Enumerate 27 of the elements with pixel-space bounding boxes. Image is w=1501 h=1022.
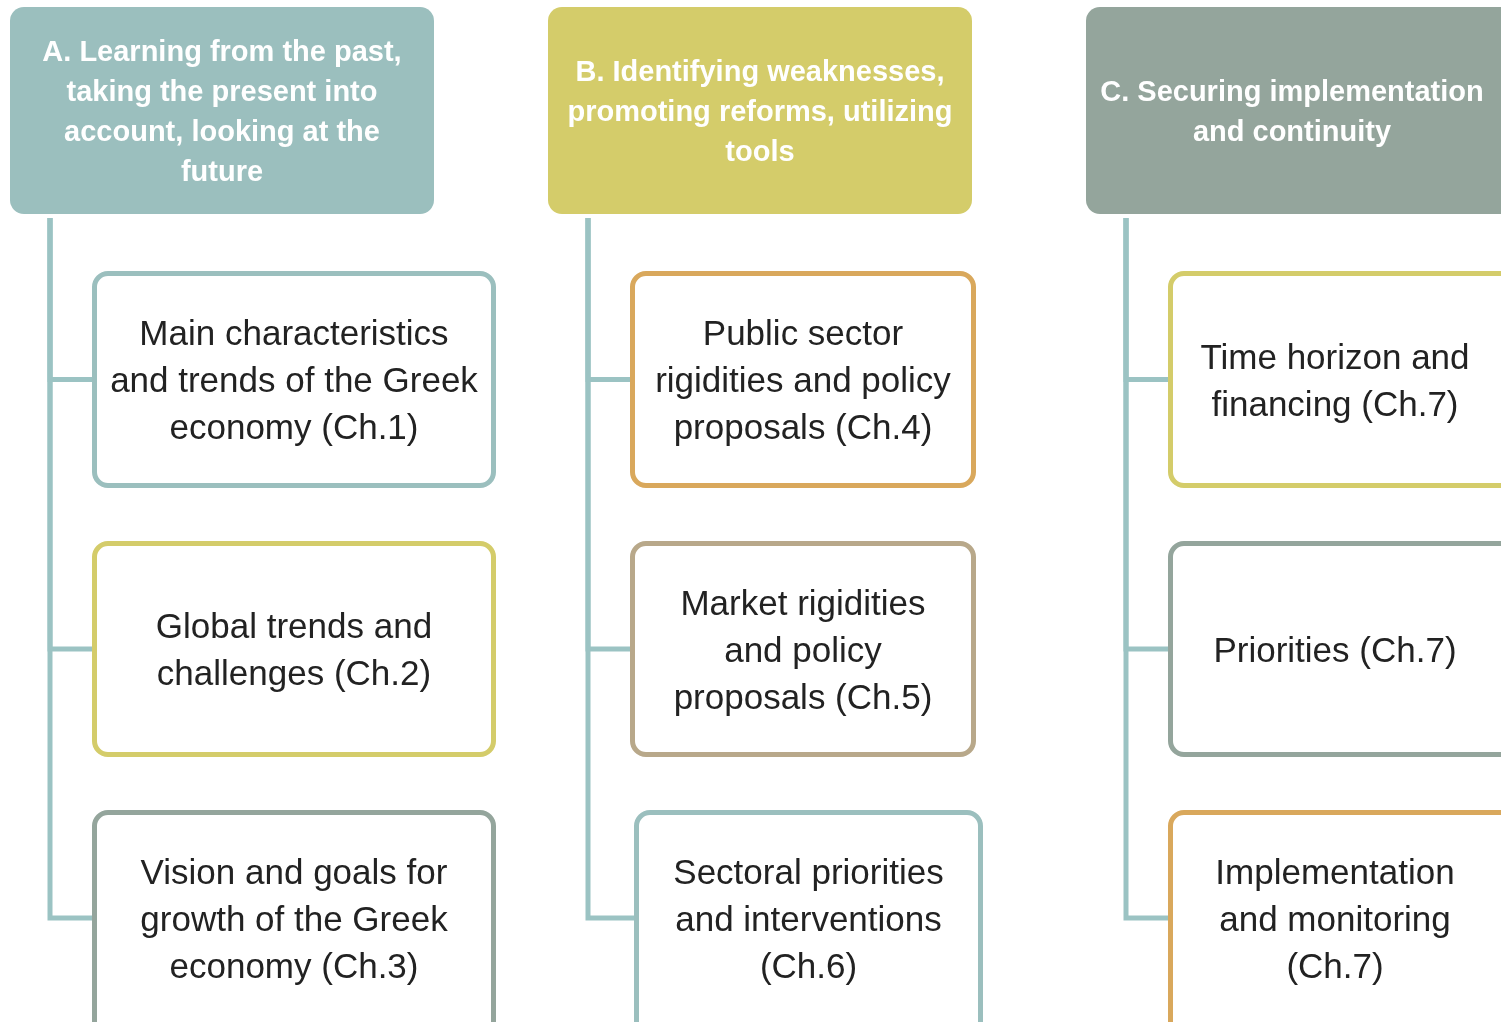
chapter-box xyxy=(630,271,976,488)
chapter-box xyxy=(92,271,496,488)
header-text: C. Securing implementation and continuity xyxy=(1099,73,1485,149)
chapter-text: Vision and goals for growth of the Greek economy (Ch.3) xyxy=(139,850,449,987)
connector-line xyxy=(47,218,92,921)
chapter-text: Market rigidities and policy proposals (Ch.5) xyxy=(672,581,934,718)
chapter-text: Sectoral priorities and interventions (Ch.6) xyxy=(672,850,945,987)
chapter-text: Public sector rigidities and policy proposals (Ch.4) xyxy=(654,312,952,448)
chapter-box xyxy=(1168,271,1501,488)
chapter-box xyxy=(630,541,976,757)
header-text: A. Learning from the past, taking the present into account, looking at the future xyxy=(41,33,403,189)
chapter-text: Time horizon and financing (Ch.7) xyxy=(1199,335,1471,425)
chapter-box xyxy=(92,541,496,757)
category-header xyxy=(1086,7,1501,214)
chapter-box xyxy=(1168,810,1501,1022)
chapter-box xyxy=(92,810,496,1022)
category-header xyxy=(10,7,434,214)
category-header xyxy=(548,7,972,214)
chapter-box xyxy=(1168,541,1501,757)
chapter-text: Implementation and monitoring (Ch.7) xyxy=(1214,850,1456,987)
connector-line xyxy=(1123,218,1168,921)
chapter-text: Main characteristics and trends of the Greek economy (Ch.1) xyxy=(109,312,479,448)
chapter-text: Priorities (Ch.7) xyxy=(1213,628,1457,671)
connector-line xyxy=(585,218,634,921)
chapter-box xyxy=(634,810,983,1022)
header-text: B. Identifying weaknesses, promoting reforms, utilizing tools xyxy=(566,53,954,169)
chapter-text: Global trends and challenges (Ch.2) xyxy=(154,605,434,694)
